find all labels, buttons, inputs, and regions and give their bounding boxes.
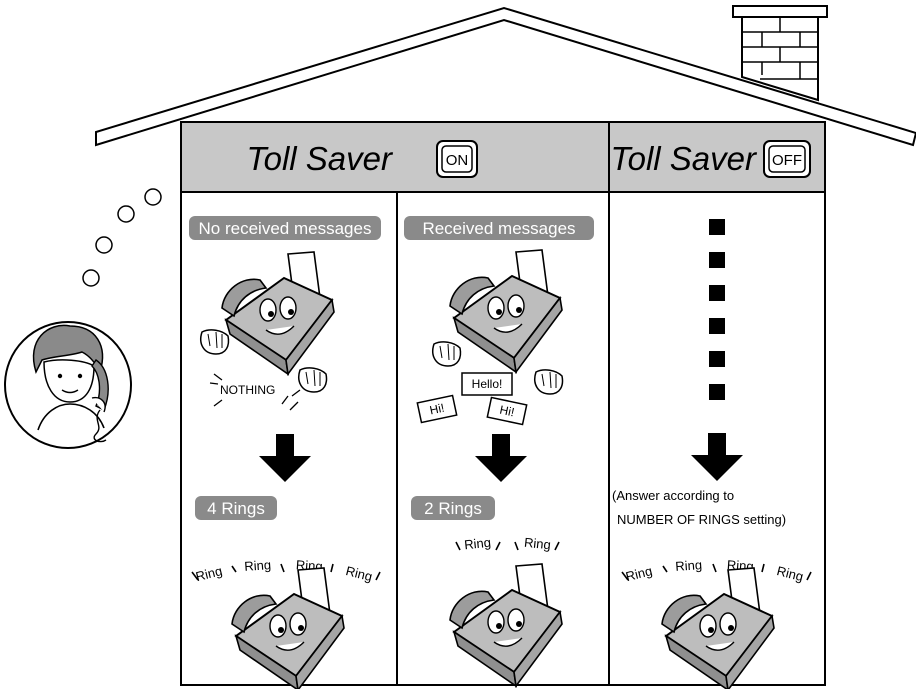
label-pill bbox=[189, 216, 381, 240]
header-title-off: Toll Saver bbox=[610, 140, 758, 177]
thought-bubbles bbox=[82, 188, 162, 287]
ring-label: Ring bbox=[624, 563, 654, 584]
rings-label-1: 4 Rings bbox=[207, 499, 265, 518]
on-badge-label: ON bbox=[446, 152, 469, 169]
message-card: Hi! bbox=[416, 394, 458, 424]
chimney-icon bbox=[732, 5, 828, 102]
ring-label: Ring bbox=[194, 563, 224, 584]
waiting-dots bbox=[709, 219, 725, 400]
rings-pill bbox=[195, 496, 277, 520]
rings-pill bbox=[411, 496, 495, 520]
answer-note-line1: (Answer according to bbox=[612, 488, 734, 503]
label-received: Received messages bbox=[422, 219, 575, 238]
ring-label: Ring bbox=[675, 557, 703, 574]
ring-label: Ring bbox=[244, 557, 272, 574]
off-badge-label: OFF bbox=[772, 152, 802, 169]
message-hello: Hello! bbox=[472, 377, 503, 391]
ring-label: Ring bbox=[523, 535, 551, 553]
on-badge-icon: ON bbox=[436, 140, 478, 178]
caption-nothing: NOTHING bbox=[220, 383, 275, 397]
house-roof bbox=[95, 6, 916, 147]
header-title-on: Toll Saver bbox=[246, 140, 394, 177]
ring-row-2: Ring Ring bbox=[455, 535, 560, 553]
person-on-phone-icon bbox=[4, 321, 132, 449]
message-card: Hi! bbox=[486, 396, 528, 426]
off-badge-icon: OFF bbox=[763, 140, 811, 178]
shake-lines bbox=[209, 373, 301, 411]
ring-label: Ring bbox=[463, 535, 491, 553]
label-no-received: No received messages bbox=[199, 219, 372, 238]
answer-note-line2: NUMBER OF RINGS setting) bbox=[617, 512, 786, 527]
ring-row-3: Ring Ring Ring Ring bbox=[621, 557, 812, 584]
ring-label: Ring bbox=[344, 563, 374, 584]
ring-label: Ring bbox=[775, 563, 805, 584]
rings-label-2: 2 Rings bbox=[424, 499, 482, 518]
message-card: Hello! bbox=[461, 372, 513, 396]
label-pill bbox=[404, 216, 594, 240]
message-hi: Hi! bbox=[428, 401, 445, 418]
message-hi: Hi! bbox=[498, 403, 515, 420]
